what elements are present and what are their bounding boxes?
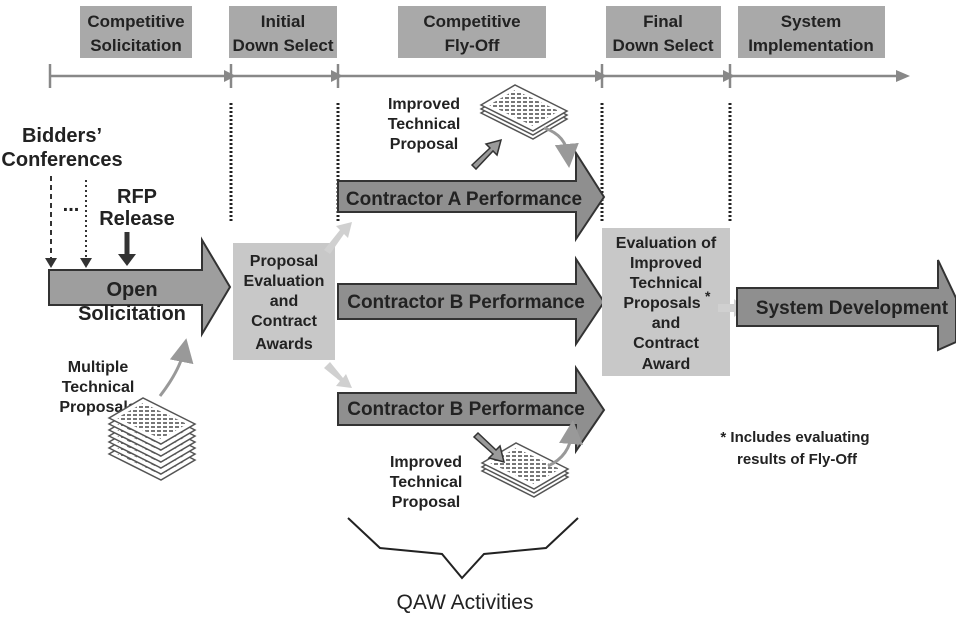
svg-text:Evaluation: Evaluation bbox=[244, 273, 325, 290]
contractor-a-arrow: Contractor A Performance bbox=[337, 149, 606, 243]
qaw-activities-label: QAW Activities bbox=[397, 591, 534, 614]
svg-text:Open: Open bbox=[106, 279, 157, 301]
svg-text:Contract: Contract bbox=[633, 335, 699, 352]
svg-text:Implementation: Implementation bbox=[748, 36, 874, 55]
svg-text:Proposals: Proposals bbox=[623, 295, 700, 312]
svg-text:*: * bbox=[705, 288, 711, 304]
svg-text:Fly-Off: Fly-Off bbox=[445, 36, 500, 55]
svg-text:* Includes evaluating: * Includes evaluating bbox=[720, 429, 869, 446]
svg-text:Competitive: Competitive bbox=[423, 12, 520, 31]
svg-text:Down Select: Down Select bbox=[232, 36, 333, 55]
svg-text:Contractor A Performance: Contractor A Performance bbox=[346, 189, 582, 210]
improved-top-curve-arrow bbox=[543, 126, 579, 168]
svg-text:Technical: Technical bbox=[388, 116, 461, 133]
svg-text:Proposal: Proposal bbox=[392, 494, 460, 511]
rfp-release-label: RFP Release bbox=[99, 186, 175, 230]
svg-text:and: and bbox=[652, 315, 680, 332]
svg-text:Down Select: Down Select bbox=[612, 36, 713, 55]
svg-text:Improved: Improved bbox=[390, 454, 462, 471]
phase-header-system-implementation: System Implementation bbox=[738, 6, 885, 58]
svg-text:Solicitation: Solicitation bbox=[78, 303, 186, 325]
improved-bottom-submit-arrow bbox=[472, 431, 506, 464]
svg-text:Awards: Awards bbox=[255, 336, 313, 353]
svg-text:Improved: Improved bbox=[388, 96, 460, 113]
svg-text:RFP: RFP bbox=[117, 186, 157, 208]
footnote: * Includes evaluating results of Fly-Off bbox=[720, 429, 869, 468]
phase-header-initial-down-select: Initial Down Select bbox=[229, 6, 337, 58]
svg-text:Release: Release bbox=[99, 208, 175, 230]
qaw-brace bbox=[347, 517, 579, 580]
svg-text:System: System bbox=[781, 12, 841, 31]
svg-text:Initial: Initial bbox=[261, 12, 305, 31]
svg-text:Award: Award bbox=[642, 356, 691, 373]
phase-header-competitive-solicitation: Competitive Solicitation bbox=[80, 6, 192, 58]
svg-text:Proposal: Proposal bbox=[250, 253, 318, 270]
svg-text:Proposal: Proposal bbox=[390, 136, 458, 153]
improved-top-submit-arrow bbox=[470, 138, 503, 171]
svg-text:System Development: System Development bbox=[756, 298, 949, 319]
multiple-proposals-stack-icon bbox=[108, 397, 196, 481]
svg-text:Competitive: Competitive bbox=[87, 12, 184, 31]
ellipsis-label: ... bbox=[63, 194, 80, 216]
svg-text:Technical: Technical bbox=[630, 275, 703, 292]
phase-header-competitive-fly-off: Competitive Fly-Off bbox=[398, 6, 546, 58]
improved-bottom-curve-arrow bbox=[547, 420, 583, 468]
svg-text:Evaluation of: Evaluation of bbox=[616, 235, 717, 252]
input-arrows bbox=[45, 176, 136, 268]
svg-text:Proposals: Proposals bbox=[59, 399, 136, 416]
proposals-to-solicitation-arrow bbox=[158, 338, 194, 397]
contractor-b-arrow: Contractor B Performance bbox=[337, 255, 606, 348]
svg-text:Improved: Improved bbox=[630, 255, 702, 272]
proposal-evaluation-box: Proposal Evaluation and Contract Awards bbox=[233, 243, 335, 360]
svg-text:and: and bbox=[270, 293, 298, 310]
svg-text:Technical: Technical bbox=[62, 379, 135, 396]
improved-proposal-top-label: Improved Technical Proposal bbox=[388, 96, 461, 153]
open-solicitation-arrow: Open Solicitation bbox=[48, 236, 232, 338]
svg-text:Contractor B Performance: Contractor B Performance bbox=[347, 399, 585, 420]
phase-header-final-down-select: Final Down Select bbox=[606, 6, 721, 58]
svg-text:Solicitation: Solicitation bbox=[90, 36, 182, 55]
svg-text:Bidders’: Bidders’ bbox=[22, 125, 102, 147]
svg-text:Conferences: Conferences bbox=[1, 149, 122, 171]
svg-text:Technical: Technical bbox=[390, 474, 463, 491]
award-connector-arrows bbox=[324, 222, 352, 388]
bidders-conferences-label: Bidders’ Conferences bbox=[1, 125, 122, 171]
svg-text:Contractor B Performance: Contractor B Performance bbox=[347, 292, 585, 313]
svg-text:Contract: Contract bbox=[251, 313, 317, 330]
system-development-arrow: System Development bbox=[736, 259, 956, 352]
contractor-b-second-arrow: Contractor B Performance bbox=[337, 364, 606, 455]
svg-text:Multiple: Multiple bbox=[68, 359, 129, 376]
svg-text:results of Fly-Off: results of Fly-Off bbox=[737, 451, 858, 468]
svg-text:Final: Final bbox=[643, 12, 683, 31]
final-evaluation-box: Evaluation of Improved Technical Proposa… bbox=[602, 228, 730, 376]
timeline bbox=[48, 64, 910, 88]
improved-proposal-bottom-label: Improved Technical Proposal bbox=[390, 454, 463, 511]
multiple-proposals-label: Multiple Technical Proposals bbox=[59, 359, 136, 416]
